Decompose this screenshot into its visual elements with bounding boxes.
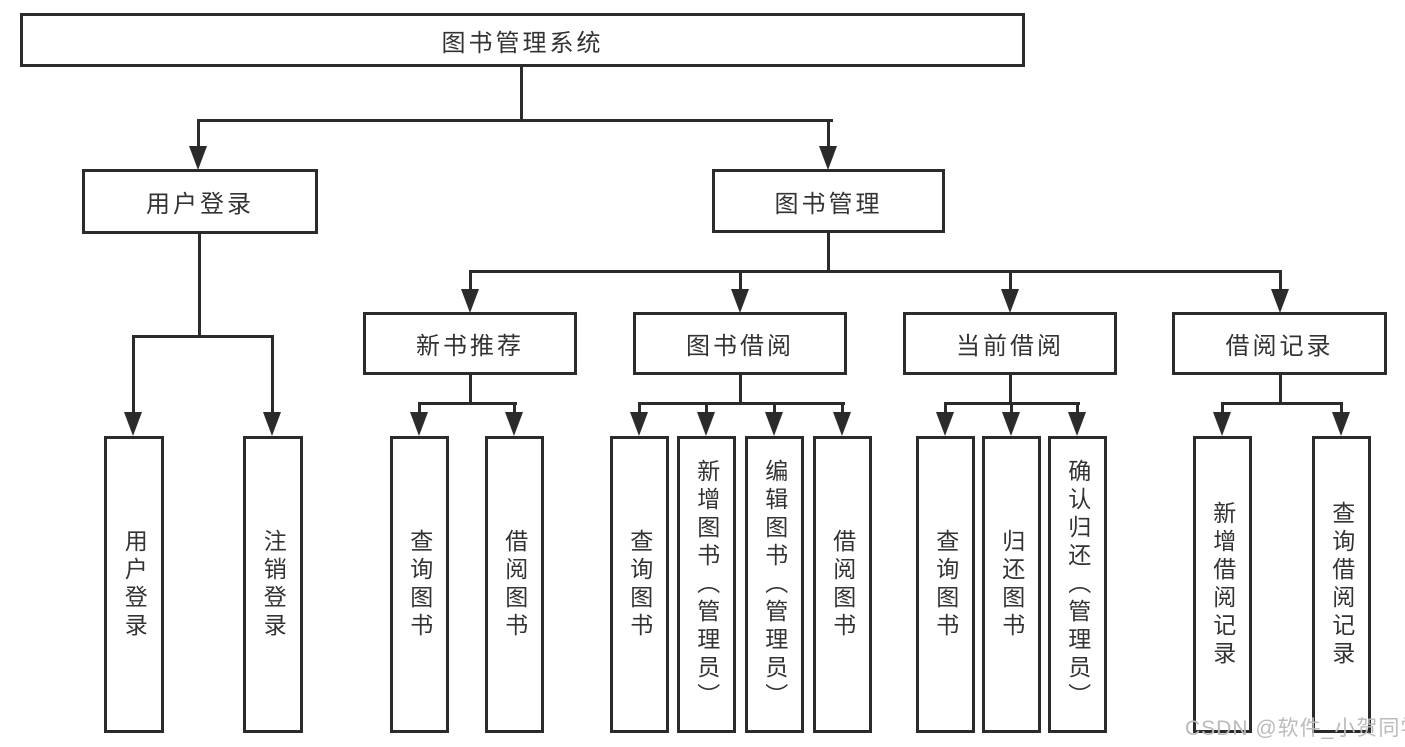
leaf-label: 编辑图书（管理员） — [761, 458, 788, 711]
leaf-confirm-return-admin: 确认归还（管理员） — [1048, 436, 1107, 733]
node-label: 借阅记录 — [1225, 333, 1334, 360]
arrowhead-down-icon — [936, 412, 954, 436]
leaf-recommend-borrow-book: 借阅图书 — [485, 436, 544, 733]
node-label: 图书借阅 — [686, 333, 794, 360]
arrowhead-down-icon — [505, 412, 523, 436]
leaf-user-login: 用户登录 — [104, 436, 164, 733]
connector-stub — [132, 337, 135, 413]
node-borrow-records: 借阅记录 — [1172, 312, 1387, 375]
leaf-logout: 注销登录 — [243, 436, 303, 733]
connector-root-stem — [520, 67, 523, 121]
leaf-label: 注销登录 — [260, 528, 287, 641]
arrowhead-down-icon — [833, 412, 851, 436]
connector-stem — [739, 375, 742, 403]
connector-stem — [1279, 375, 1282, 403]
arrowhead-down-icon — [1332, 412, 1350, 436]
arrowhead-down-icon — [461, 289, 479, 313]
leaf-return-book: 归还图书 — [982, 436, 1041, 733]
connector-stub — [1009, 272, 1012, 290]
node-label: 用户登录 — [146, 191, 254, 218]
connector-stub — [1010, 404, 1013, 414]
connector-stub — [1340, 404, 1343, 414]
connector-bookmgmt-stem — [827, 233, 830, 272]
leaf-edit-book-admin: 编辑图书（管理员） — [745, 436, 804, 733]
node-label: 新书推荐 — [416, 333, 524, 360]
leaf-label: 查询借阅记录 — [1328, 500, 1355, 669]
csdn-watermark: CSDN @软件_小贺同学 — [1185, 717, 1405, 740]
arrowhead-down-icon — [819, 146, 837, 170]
connector-stub — [1279, 272, 1282, 290]
node-label: 当前借阅 — [956, 333, 1064, 360]
node-label: 图书管理 — [774, 190, 883, 218]
node-book-borrow: 图书借阅 — [633, 312, 847, 375]
arrowhead-down-icon — [263, 412, 281, 436]
connector-stub — [773, 404, 776, 414]
connector-stub — [1221, 404, 1224, 414]
connector-bookmgmt-hbar — [469, 270, 1282, 273]
arrowhead-down-icon — [697, 412, 715, 436]
node-library-management-system: 图书管理系统 — [20, 13, 1025, 67]
leaf-label: 查询图书 — [932, 528, 959, 641]
leaf-label: 新增图书（管理员） — [693, 458, 720, 711]
leaf-borrow-book: 借阅图书 — [813, 436, 872, 733]
arrowhead-down-icon — [124, 412, 142, 436]
connector-stem — [469, 375, 472, 403]
leaf-label: 归还图书 — [998, 528, 1025, 641]
connector-stub — [705, 404, 708, 414]
node-label: 图书管理系统 — [441, 29, 604, 57]
leaf-label: 新增借阅记录 — [1209, 500, 1236, 669]
arrowhead-down-icon — [765, 412, 783, 436]
arrowhead-down-icon — [731, 289, 749, 313]
connector-stub — [271, 337, 274, 413]
arrowhead-down-icon — [1213, 412, 1231, 436]
connector-hbar — [1221, 402, 1343, 405]
arrowhead-down-icon — [189, 146, 207, 170]
arrowhead-down-icon — [1271, 289, 1289, 313]
connector-stub — [469, 272, 472, 290]
leaf-query-borrow-record: 查询借阅记录 — [1312, 436, 1371, 733]
connector-hbar — [418, 402, 517, 405]
connector-stub — [841, 404, 844, 414]
arrowhead-down-icon — [1068, 412, 1086, 436]
connector-stub — [1076, 404, 1079, 414]
connector-stub — [197, 121, 200, 147]
connector-hbar — [944, 402, 1080, 405]
node-current-borrow: 当前借阅 — [903, 312, 1117, 375]
node-book-management: 图书管理 — [712, 169, 945, 233]
node-user-login: 用户登录 — [82, 169, 318, 234]
connector-stub — [827, 121, 830, 147]
leaf-recommend-query-book: 查询图书 — [390, 436, 449, 733]
arrowhead-down-icon — [630, 412, 648, 436]
arrowhead-down-icon — [410, 412, 428, 436]
leaf-label: 借阅图书 — [501, 528, 528, 641]
connector-stem — [1009, 375, 1012, 403]
leaf-label: 用户登录 — [121, 528, 148, 641]
leaf-current-query-book: 查询图书 — [916, 436, 975, 733]
connector-stub — [638, 404, 641, 414]
connector-root-hbar — [197, 119, 833, 122]
leaf-label: 确认归还（管理员） — [1064, 458, 1091, 711]
arrowhead-down-icon — [1001, 289, 1019, 313]
node-new-book-recommend: 新书推荐 — [363, 312, 577, 375]
leaf-label: 借阅图书 — [829, 528, 856, 641]
leaf-label: 查询图书 — [626, 528, 653, 641]
leaf-add-borrow-record: 新增借阅记录 — [1193, 436, 1252, 733]
connector-userlogin-stem — [198, 234, 201, 337]
connector-stub — [739, 272, 742, 290]
connector-stub — [418, 404, 421, 414]
connector-hbar — [638, 402, 845, 405]
connector-userlogin-hbar — [132, 335, 274, 338]
arrowhead-down-icon — [1002, 412, 1020, 436]
leaf-borrow-query-book: 查询图书 — [610, 436, 669, 733]
connector-stub — [944, 404, 947, 414]
leaf-add-book-admin: 新增图书（管理员） — [677, 436, 736, 733]
leaf-label: 查询图书 — [406, 528, 433, 641]
connector-stub — [513, 404, 516, 414]
